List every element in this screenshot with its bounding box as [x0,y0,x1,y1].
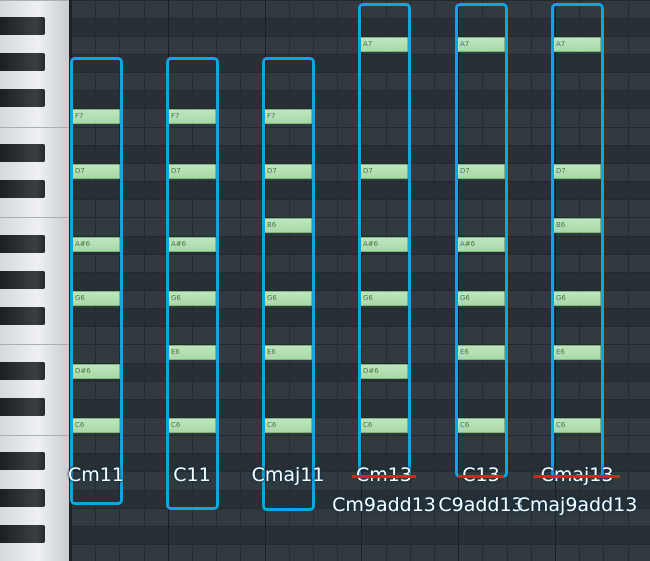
grid-row [71,525,650,545]
grid-row [71,544,650,561]
beat-line [530,0,532,561]
beat-line [143,0,145,561]
white-key-divider [0,344,69,346]
strikethrough-line [458,475,504,478]
grid-line [71,507,650,509]
beat-line [264,0,266,561]
beat-line [458,0,460,561]
beat-line [119,0,121,561]
black-key[interactable] [0,89,45,108]
grid-row [71,507,650,526]
beat-line [337,0,339,561]
beat-line [555,0,556,561]
alternate-chord-label: C9add13 [438,494,524,516]
white-key-divider [0,126,69,128]
beat-line [627,0,629,561]
note-block[interactable]: D7 [168,163,216,179]
note-block[interactable]: G6 [553,290,601,306]
chord-highlight-box [455,3,508,478]
chord-highlight-box [70,57,123,505]
note-block[interactable]: F7 [264,109,312,125]
grid-line [71,0,650,1]
note-block[interactable]: G6 [457,290,505,306]
white-key-divider [0,217,69,219]
beat-line [482,0,484,561]
piano-keyboard[interactable] [0,0,71,561]
note-block[interactable]: C6 [360,418,408,433]
beat-line [579,0,581,561]
beat-line [434,0,435,561]
black-key[interactable] [0,361,45,380]
black-key[interactable] [0,234,45,253]
black-key[interactable] [0,307,45,326]
black-key[interactable] [0,524,45,543]
beat-line [192,0,193,561]
chord-label: Cmaj11 [251,464,325,486]
grid-row [71,489,650,508]
chord-label: Cm11 [68,464,124,486]
alternate-chord-label: Cm9add13 [332,494,436,516]
beat-line [240,0,242,561]
note-block[interactable]: F7 [72,109,120,125]
white-key-divider [0,435,69,437]
black-key[interactable] [0,53,45,71]
chord-highlight-box [551,3,604,478]
beat-line [288,0,290,561]
black-key[interactable] [0,143,45,162]
beat-line [361,0,363,561]
white-key-divider [0,0,69,1]
grid-line [71,544,650,546]
strikethrough-line [352,475,416,478]
note-block[interactable]: G6 [360,290,408,306]
black-key[interactable] [0,180,45,199]
chord-highlight-box [358,3,411,478]
black-key[interactable] [0,397,45,416]
note-block[interactable]: G6 [168,290,216,306]
grid-line [71,489,650,491]
black-key[interactable] [0,452,45,471]
black-key[interactable] [0,16,45,35]
beat-line [385,0,387,561]
alternate-chord-label: Cmaj9add13 [516,494,638,516]
chord-label: C11 [173,464,211,486]
beat-line [95,0,97,561]
note-block[interactable]: A#6 [360,236,408,252]
strikethrough-line [534,475,620,478]
chord-highlight-box [166,57,219,510]
black-key[interactable] [0,488,45,507]
grid-line [71,525,650,527]
note-block[interactable]: D7 [457,163,505,179]
chord-highlight-box [262,57,315,511]
black-key[interactable] [0,270,45,289]
